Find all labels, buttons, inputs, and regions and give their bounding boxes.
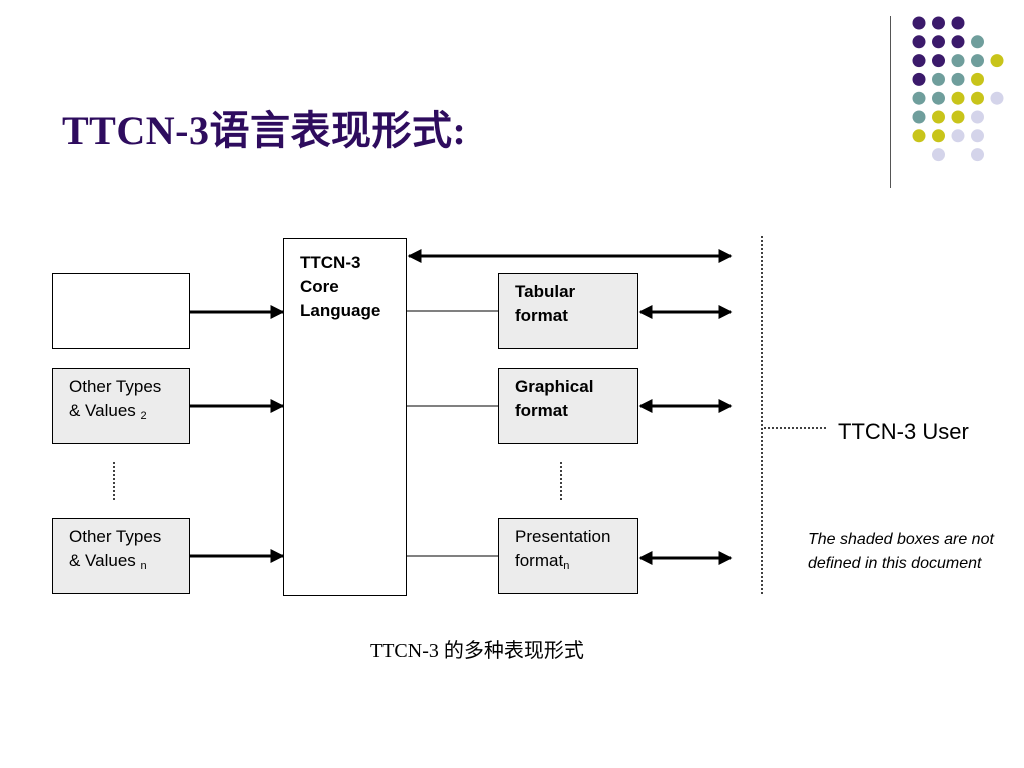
graphical-line2: format bbox=[515, 401, 568, 420]
graphical-line1: Graphical bbox=[515, 377, 594, 396]
note-line2: defined in this document bbox=[808, 555, 982, 572]
tabular-line2: format bbox=[515, 306, 568, 325]
core-label-line2: Core bbox=[300, 277, 339, 296]
tabular-format-box: Tabular format bbox=[498, 273, 638, 349]
presentation-line2: format bbox=[515, 551, 564, 570]
ttcn3-user-label: TTCN-3 User bbox=[838, 419, 969, 444]
presentation-format-box: Presentation formatn bbox=[498, 518, 638, 594]
core-language-box: TTCN-3 Core Language bbox=[283, 238, 407, 596]
types-values-n-sub: n bbox=[140, 560, 147, 572]
figure-caption: TTCN-3 的多种表现形式 bbox=[370, 640, 584, 662]
types-values-2-line2: & Values bbox=[69, 401, 136, 420]
types-values-box-n: Other Types & Values n bbox=[52, 518, 190, 594]
types-values-box-1 bbox=[52, 273, 190, 349]
decorative-divider bbox=[890, 16, 891, 188]
types-values-n-line2: & Values bbox=[69, 551, 136, 570]
types-values-box-2: Other Types & Values 2 bbox=[52, 368, 190, 444]
types-values-2-line1: Other Types bbox=[69, 377, 162, 396]
presentation-sub: n bbox=[563, 560, 570, 572]
note-line1: The shaded boxes are not bbox=[808, 531, 994, 548]
graphical-format-box: Graphical format bbox=[498, 368, 638, 444]
slide-title: TTCN-3语言表现形式: bbox=[62, 108, 467, 153]
tabular-line1: Tabular bbox=[515, 282, 576, 301]
presentation-line1: Presentation bbox=[515, 527, 611, 546]
types-values-n-line1: Other Types bbox=[69, 527, 162, 546]
types-values-2-sub: 2 bbox=[140, 410, 147, 422]
shaded-boxes-note: The shaded boxes are not defined in this… bbox=[808, 528, 994, 576]
core-label-line3: Language bbox=[300, 301, 381, 320]
core-label-line1: TTCN-3 bbox=[300, 253, 361, 272]
